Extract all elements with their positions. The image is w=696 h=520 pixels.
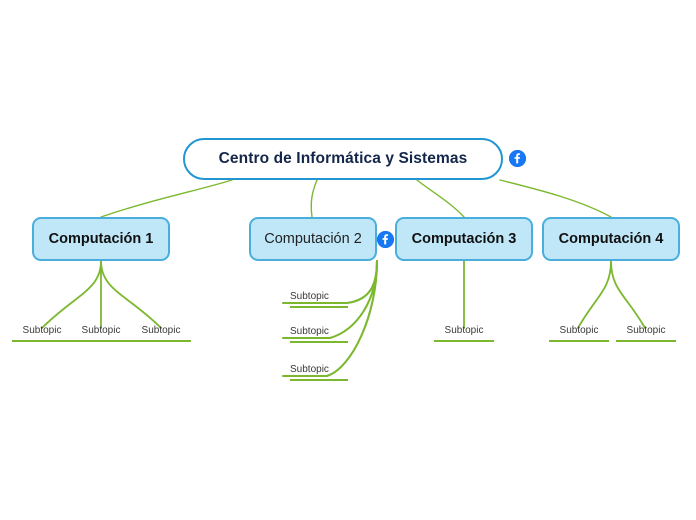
root-node-label: Centro de Informática y Sistemas bbox=[218, 150, 468, 167]
edge-branch-1-to-leaf-1 bbox=[41, 260, 102, 329]
leaf-node[interactable]: Subtopic bbox=[616, 325, 676, 342]
branch-node-computacion-3[interactable]: Computación 3 bbox=[395, 217, 533, 261]
branch-node-label: Computación 4 bbox=[558, 231, 664, 247]
leaf-node-label: Subtopic bbox=[22, 325, 62, 336]
leaf-node[interactable]: Subtopic bbox=[290, 291, 348, 308]
leaf-node[interactable]: Subtopic bbox=[290, 326, 348, 343]
leaf-node-label: Subtopic bbox=[444, 325, 484, 336]
branch-node-computacion-4[interactable]: Computación 4 bbox=[542, 217, 680, 261]
branch-node-label: Computación 2 bbox=[264, 231, 362, 247]
branch-node-computacion-1[interactable]: Computación 1 bbox=[32, 217, 170, 261]
leaf-node[interactable]: Subtopic bbox=[71, 325, 131, 342]
facebook-icon[interactable] bbox=[509, 150, 526, 167]
leaf-node[interactable]: Subtopic bbox=[290, 364, 348, 381]
leaf-node[interactable]: Subtopic bbox=[131, 325, 191, 342]
leaf-node-label: Subtopic bbox=[141, 325, 181, 336]
edge-branch-2-to-leaf-3 bbox=[281, 259, 379, 378]
edge-root-to-branch-4 bbox=[499, 179, 612, 218]
edge-root-to-branch-3 bbox=[416, 179, 465, 218]
edge-root-to-branch-2 bbox=[310, 179, 318, 218]
edge-branch-4-to-leaf-1 bbox=[577, 260, 612, 329]
leaf-node[interactable]: Subtopic bbox=[12, 325, 72, 342]
edge-branch-1-to-leaf-3 bbox=[100, 260, 162, 329]
leaf-node-label: Subtopic bbox=[290, 326, 329, 337]
leaf-node-label: Subtopic bbox=[290, 291, 329, 302]
edge-root-to-branch-1 bbox=[100, 179, 233, 218]
leaf-node-label: Subtopic bbox=[81, 325, 121, 336]
root-node[interactable]: Centro de Informática y Sistemas bbox=[183, 138, 503, 180]
leaf-node-label: Subtopic bbox=[626, 325, 666, 336]
leaf-node[interactable]: Subtopic bbox=[434, 325, 494, 342]
leaf-node[interactable]: Subtopic bbox=[549, 325, 609, 342]
leaf-node-label: Subtopic bbox=[559, 325, 599, 336]
edge-branch-4-to-leaf-2 bbox=[610, 260, 646, 329]
branch-node-label: Computación 1 bbox=[48, 231, 154, 247]
branch-node-label: Computación 3 bbox=[411, 231, 517, 247]
branch-node-computacion-2[interactable]: Computación 2 bbox=[249, 217, 377, 261]
facebook-icon[interactable] bbox=[377, 231, 394, 248]
leaf-node-label: Subtopic bbox=[290, 364, 329, 375]
